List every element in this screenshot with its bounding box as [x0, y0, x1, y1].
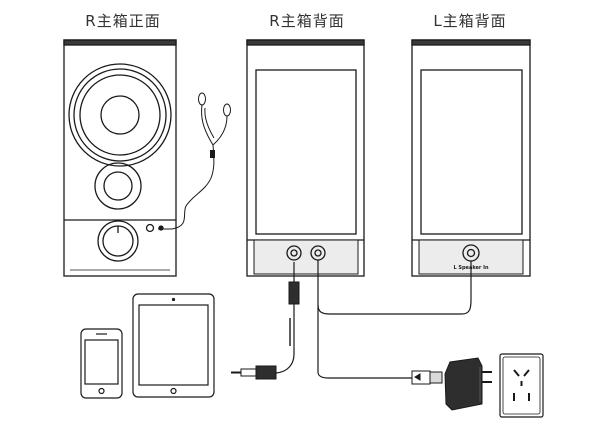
left-speaker-back [411, 39, 531, 277]
phone-icon [80, 328, 123, 399]
right-speaker-back [246, 39, 365, 277]
headphone-jack-icon [145, 223, 155, 233]
tweeter-icon [94, 162, 142, 210]
right-speaker-front [63, 39, 177, 277]
woofer-icon [68, 63, 172, 167]
right-aux-port-icon [286, 245, 302, 261]
cables [275, 260, 472, 379]
left-back-panel [420, 69, 523, 235]
usb-plug-icon [411, 370, 443, 385]
audio-jack-icon [288, 276, 300, 305]
aux-plug-icon [231, 365, 277, 380]
front-speaker-top-cap [63, 39, 177, 46]
speaker-link-cable [317, 260, 472, 315]
right-speaker-front-title: R主箱正面 [85, 12, 161, 30]
right-back-panel [255, 69, 357, 235]
tablet-icon [132, 293, 215, 398]
right-speaker-back-title: R主箱背面 [269, 12, 345, 30]
usb-power-cable [317, 305, 412, 379]
left-speaker-back-title: L主箱背面 [433, 12, 507, 30]
earphones-icon [158, 92, 231, 230]
volume-knob-icon [97, 220, 139, 262]
power-adapter-icon [444, 357, 492, 411]
wall-outlet-icon [499, 353, 544, 418]
